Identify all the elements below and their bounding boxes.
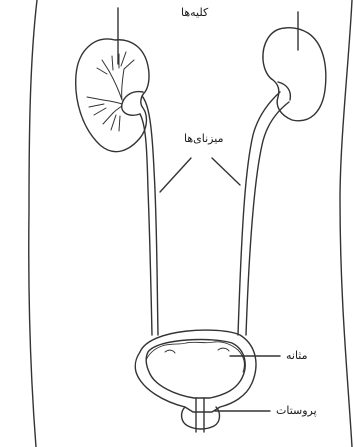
left-ureter-inner xyxy=(140,114,152,335)
leader-ureter-left xyxy=(160,158,191,192)
right-ureter xyxy=(238,92,280,335)
left-kidney-calyces xyxy=(87,52,134,131)
ureter-opening-left xyxy=(165,350,175,353)
label-ureters: میزنای‌ها xyxy=(184,132,223,145)
ureter-opening-right xyxy=(218,348,229,351)
left-renal-pelvis xyxy=(122,92,143,116)
right-renal-pelvis xyxy=(278,82,290,100)
right-kidney xyxy=(263,28,326,121)
bladder-wall-wavy xyxy=(146,342,244,372)
label-prostate: پروستات xyxy=(276,404,317,417)
leader-ureter-right xyxy=(212,158,240,185)
urethra xyxy=(196,398,204,432)
label-bladder: مثانه xyxy=(286,349,308,362)
body-outline-right xyxy=(340,0,352,447)
bladder-inner xyxy=(146,340,245,398)
body-outline-left xyxy=(29,0,37,447)
label-kidneys: کلیه‌ها xyxy=(181,6,208,19)
